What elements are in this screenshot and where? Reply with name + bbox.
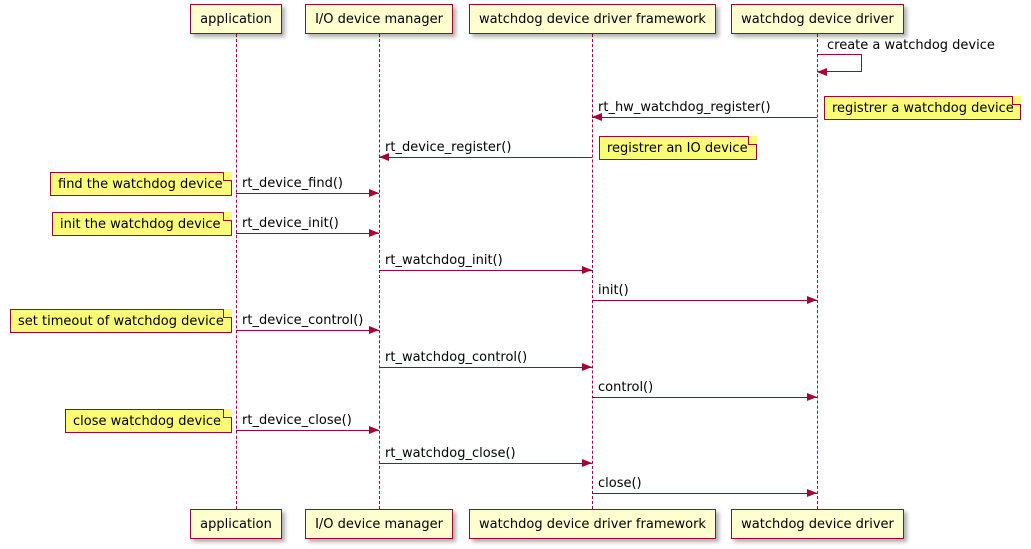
note-fold-icon: [223, 172, 232, 181]
lifeline-io-device-manager: [379, 34, 380, 509]
participant-bottom-watchdog-driver: watchdog device driver: [731, 509, 904, 539]
arrowhead-rt-device-control: [369, 325, 379, 334]
note-text: close watchdog device: [73, 413, 221, 429]
note-close-watchdog-device: close watchdog device: [65, 409, 232, 433]
participant-bottom-watchdog-framework: watchdog device driver framework: [469, 509, 716, 539]
arrowhead-rt-device-close: [369, 425, 379, 434]
arrowhead-rt-watchdog-init: [582, 265, 592, 274]
message-label-close: close(): [598, 476, 642, 491]
note-registrer-watchdog-device: registrer a watchdog device: [824, 96, 1021, 120]
participant-top-watchdog-framework: watchdog device driver framework: [469, 4, 716, 34]
note-fold-icon: [1012, 96, 1021, 105]
participant-top-watchdog-driver: watchdog device driver: [731, 4, 904, 34]
note-fold-icon: [223, 212, 232, 221]
message-label-rt-watchdog-control: rt_watchdog_control(): [385, 350, 528, 365]
message-label-rt-device-register: rt_device_register(): [385, 140, 512, 155]
arrowhead-close: [807, 488, 817, 497]
note-init-watchdog-device: init the watchdog device: [52, 212, 232, 236]
arrowhead-rt-watchdog-close: [582, 458, 592, 467]
note-set-timeout: set timeout of watchdog device: [10, 309, 232, 333]
message-line-rt-watchdog-control: [379, 367, 592, 368]
message-line-rt-watchdog-close: [379, 463, 592, 464]
message-line-rt-device-control: [236, 330, 379, 331]
selfcall-create-watchdog-device: [817, 54, 862, 72]
note-fold-icon: [223, 309, 232, 318]
note-text: set timeout of watchdog device: [18, 313, 224, 329]
arrowhead-rt-hw-watchdog-register: [592, 112, 602, 121]
participant-label: application: [200, 516, 272, 532]
participant-top-io-device-manager: I/O device manager: [305, 4, 453, 34]
arrowhead-init: [807, 295, 817, 304]
message-label-rt-hw-watchdog-register: rt_hw_watchdog_register(): [598, 100, 771, 115]
message-label-create-watchdog-device: create a watchdog device: [827, 38, 995, 53]
message-line-control: [592, 397, 817, 398]
participant-label: application: [200, 11, 272, 27]
arrowhead-rt-device-init: [369, 228, 379, 237]
participant-label: watchdog device driver framework: [479, 11, 706, 27]
participant-label: watchdog device driver framework: [479, 516, 706, 532]
participant-label: I/O device manager: [315, 11, 443, 27]
message-label-rt-device-find: rt_device_find(): [242, 176, 343, 191]
arrowhead-control: [807, 392, 817, 401]
participant-top-application: application: [190, 4, 282, 34]
message-line-rt-device-find: [236, 193, 379, 194]
arrowhead-rt-device-find: [369, 188, 379, 197]
message-label-control: control(): [598, 380, 654, 395]
participant-bottom-application: application: [190, 509, 282, 539]
message-line-rt-device-init: [236, 233, 379, 234]
note-fold-icon: [748, 136, 757, 145]
message-line-rt-device-close: [236, 430, 379, 431]
participant-bottom-io-device-manager: I/O device manager: [305, 509, 453, 539]
message-label-rt-device-close: rt_device_close(): [242, 413, 352, 428]
arrowhead-rt-device-register: [379, 152, 389, 161]
message-label-rt-watchdog-close: rt_watchdog_close(): [385, 446, 516, 461]
message-line-init: [592, 300, 817, 301]
message-label-rt-watchdog-init: rt_watchdog_init(): [385, 253, 503, 268]
note-text: init the watchdog device: [60, 216, 221, 232]
arrowhead-create-watchdog-device: [817, 67, 827, 76]
note-text: registrer a watchdog device: [832, 100, 1014, 116]
participant-label: I/O device manager: [315, 516, 443, 532]
message-line-rt-watchdog-init: [379, 270, 592, 271]
message-label-rt-device-control: rt_device_control(): [242, 313, 364, 328]
lifeline-application: [236, 34, 237, 509]
message-label-init: init(): [598, 283, 629, 298]
note-registrer-io-device: registrer an IO device: [599, 136, 757, 160]
lifeline-watchdog-driver: [817, 34, 818, 509]
message-line-close: [592, 493, 817, 494]
note-fold-icon: [223, 409, 232, 418]
arrowhead-rt-watchdog-control: [582, 362, 592, 371]
note-text: registrer an IO device: [607, 140, 748, 156]
lifeline-watchdog-framework: [592, 34, 593, 509]
participant-label: watchdog device driver: [741, 11, 894, 27]
message-line-rt-device-register: [379, 157, 592, 158]
message-line-rt-hw-watchdog-register: [592, 117, 817, 118]
participant-label: watchdog device driver: [741, 516, 894, 532]
note-find-watchdog-device: find the watchdog device: [50, 172, 232, 196]
note-text: find the watchdog device: [58, 176, 223, 192]
message-label-rt-device-init: rt_device_init(): [242, 216, 339, 231]
